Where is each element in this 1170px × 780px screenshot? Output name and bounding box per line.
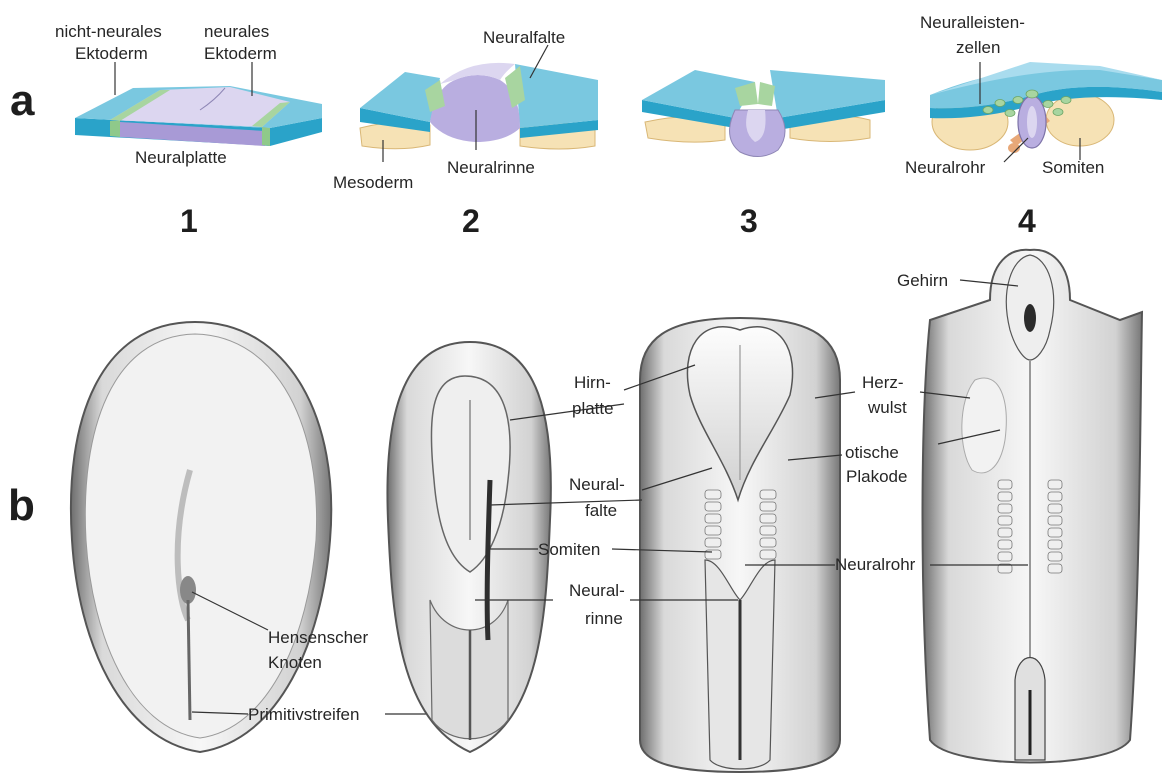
label-platte: platte <box>572 399 614 418</box>
label-neuralfalte: Neuralfalte <box>483 28 565 47</box>
embryo-1-illustration <box>71 322 331 752</box>
label-wulst: wulst <box>867 398 907 417</box>
label-neural-rinne-1: Neural- <box>569 581 625 600</box>
label-neuralplatte: Neuralplatte <box>135 148 227 167</box>
label-ektoderm-1: Ektoderm <box>75 44 148 63</box>
label-neuralrohr-a: Neuralrohr <box>905 158 986 177</box>
label-falte: falte <box>585 501 617 520</box>
label-gehirn: Gehirn <box>897 271 948 290</box>
stage2-illustration <box>360 63 598 149</box>
label-mesoderm: Mesoderm <box>333 173 413 192</box>
label-zellen: zellen <box>956 38 1000 57</box>
label-neuralleisten: Neuralleisten- <box>920 13 1025 32</box>
label-neural-falte-1: Neural- <box>569 475 625 494</box>
label-somiten-b: Somiten <box>538 540 600 559</box>
label-neuralrinne: Neuralrinne <box>447 158 535 177</box>
panel-b-letter: b <box>8 481 35 530</box>
stage-number-1: 1 <box>180 203 198 239</box>
embryo-3-illustration <box>640 318 840 772</box>
stage-number-3: 3 <box>740 203 758 239</box>
stage-number-2: 2 <box>462 203 480 239</box>
stage4-illustration <box>930 62 1162 153</box>
stage-number-4: 4 <box>1018 203 1036 239</box>
label-somiten-a: Somiten <box>1042 158 1104 177</box>
label-neuralrohr-b: Neuralrohr <box>835 555 916 574</box>
panel-a-letter: a <box>10 76 35 125</box>
embryo-2-illustration <box>387 342 550 752</box>
label-hirn: Hirn- <box>574 373 611 392</box>
label-primitivstreifen: Primitivstreifen <box>248 705 359 724</box>
label-nicht-neurales: nicht-neurales <box>55 22 162 41</box>
label-plakode: Plakode <box>846 467 907 486</box>
label-rinne: rinne <box>585 609 623 628</box>
label-knoten: Knoten <box>268 653 322 672</box>
label-ektoderm-2: Ektoderm <box>204 44 277 63</box>
label-herz: Herz- <box>862 373 904 392</box>
label-otische: otische <box>845 443 899 462</box>
label-neurales: neurales <box>204 22 269 41</box>
embryo-4-illustration <box>923 250 1143 763</box>
label-hensenscher: Hensenscher <box>268 628 369 647</box>
stage1-illustration <box>75 86 322 146</box>
stage3-illustration <box>642 70 885 157</box>
